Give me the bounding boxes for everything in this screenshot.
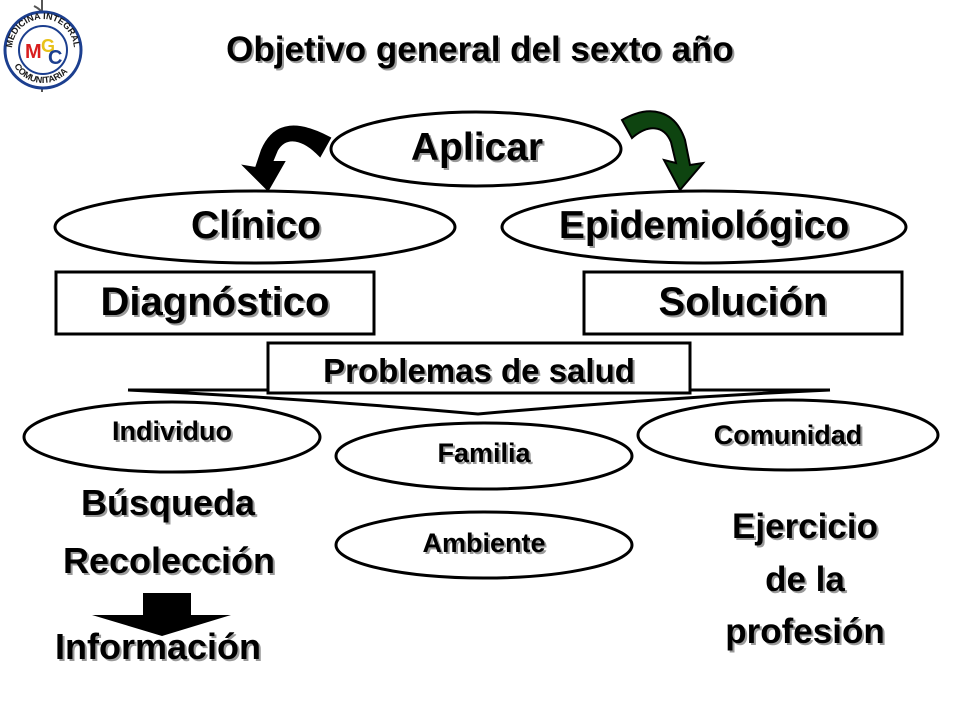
solucion-label: Solución [658,280,828,324]
problemas-bracket [127,388,831,416]
profesion-text: profesión [725,612,885,651]
ambiente-ellipse [334,510,634,580]
ejercicio-text: Ejercicio [732,507,878,546]
aplicar-ellipse [329,110,623,188]
epidemiologico-ellipse [500,189,908,265]
medicina-integral-logo: MEDICINA INTEGRAL COMUNITARIA M G C [3,0,83,92]
logo-letter-g: G [41,36,55,56]
down-arrow [92,593,231,636]
busqueda-text: Búsqueda [80,482,256,523]
ambiente-label: Ambiente [422,528,546,558]
de-la-text: de la [765,560,845,599]
aplicar-label: Aplicar [410,126,544,169]
diagnostico-label: Diagnóstico [100,280,330,324]
recoleccion-text: Recolección [62,540,276,581]
individuo-ellipse [22,400,322,474]
logo-letter-c: C [48,47,62,69]
familia-ellipse [334,421,634,491]
solucion-box [582,270,904,336]
epidemiologico-label: Epidemiológico [558,204,850,247]
page-title: Objetivo general del sexto año [226,30,734,69]
informacion-text: Información [54,626,261,667]
clinico-ellipse [53,189,457,265]
diagnostico-box [54,270,376,336]
comunidad-ellipse [636,398,940,472]
familia-label: Familia [437,438,531,468]
problemas-label: Problemas de salud [323,352,635,389]
curved-arrow-left [241,125,332,192]
comunidad-label: Comunidad [713,420,863,450]
clinico-label: Clínico [190,204,321,247]
problemas-box [266,341,692,395]
logo-letter-m: M [25,41,42,63]
curved-arrow-right [620,110,706,192]
individuo-label: Individuo [112,416,232,446]
